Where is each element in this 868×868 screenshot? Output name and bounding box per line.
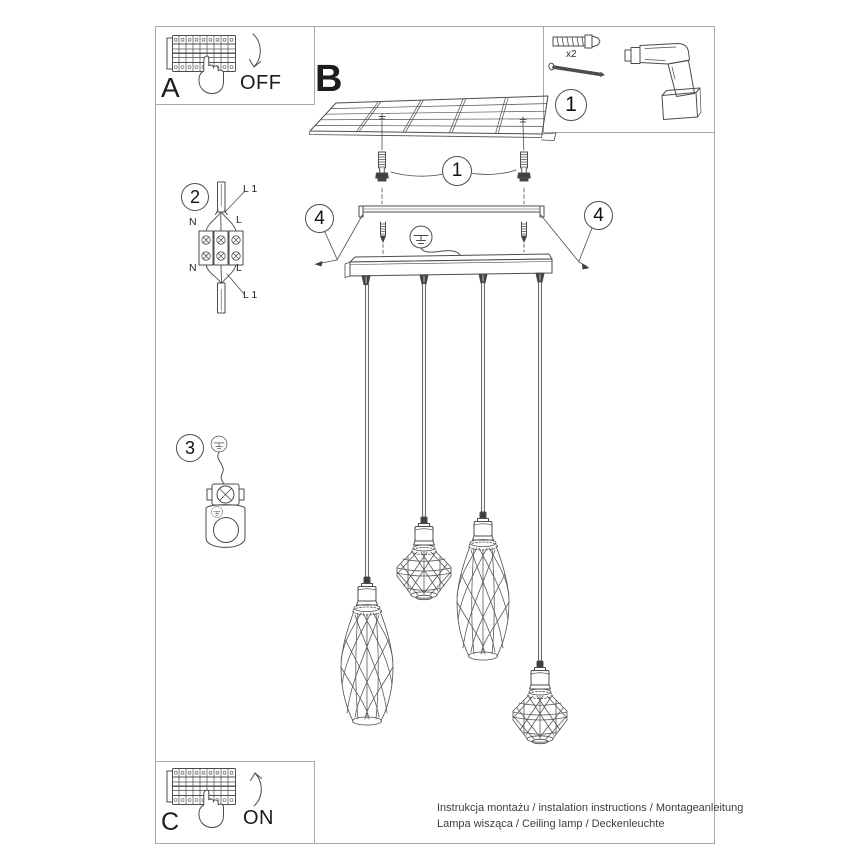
label-live-bottom: L	[236, 262, 242, 274]
footer-line-2: Lampa wisząca / Ceiling lamp / Deckenleu…	[437, 817, 665, 830]
mounting-screw-icon	[548, 62, 605, 77]
label-line1-top: L 1	[243, 183, 258, 195]
cable-glands	[361, 272, 545, 286]
label-live-top: L	[236, 214, 242, 226]
callout-parts-1: 1	[555, 89, 587, 121]
drill-icon	[624, 43, 702, 120]
ground-clamp-diagram	[205, 435, 246, 548]
anchor-quantity: x2	[566, 49, 577, 60]
step-c-box	[155, 761, 315, 844]
wall-anchor-icon	[552, 34, 601, 49]
canopy-rail	[344, 253, 553, 286]
callout-canopy-4-right: 4	[584, 201, 613, 230]
on-text: ON	[243, 807, 274, 829]
mounting-bracket	[358, 205, 545, 255]
pendant-cords	[365, 281, 542, 662]
pendant-lamp-3	[456, 511, 510, 661]
step-b-label: B	[315, 58, 343, 100]
canopy-callout-leaders	[314, 213, 593, 270]
pendant-lamp-1	[340, 576, 394, 726]
arrow-up-icon	[250, 772, 262, 807]
callout-screws-1: 1	[442, 156, 472, 186]
page-frame	[155, 26, 715, 844]
pendant-lamp-2	[396, 516, 452, 601]
terminal-block-diagram	[198, 181, 245, 314]
callout-wiring-2: 2	[181, 183, 209, 211]
step-a-box	[155, 26, 315, 105]
label-neutral-bottom: N	[189, 262, 197, 274]
label-neutral-top: N	[189, 216, 197, 228]
callout-canopy-4-left: 4	[305, 204, 334, 233]
ground-symbol-icon	[409, 225, 464, 259]
step-c-label: C	[161, 808, 180, 836]
ceiling-screws	[375, 151, 531, 205]
step-a-label: A	[161, 72, 180, 103]
parts-box	[543, 26, 715, 133]
pendant-lamp-4	[512, 660, 568, 745]
footer-text: Instrukcja montażu / instalation instruc…	[437, 801, 743, 832]
callout-clamp-3: 3	[176, 434, 204, 462]
ceiling-drawing	[309, 95, 557, 151]
off-text: OFF	[240, 72, 282, 94]
arrow-down-icon	[249, 33, 261, 68]
footer-line-1: Instrukcja montażu / instalation instruc…	[437, 802, 744, 814]
label-line1-bottom: L 1	[243, 289, 258, 301]
